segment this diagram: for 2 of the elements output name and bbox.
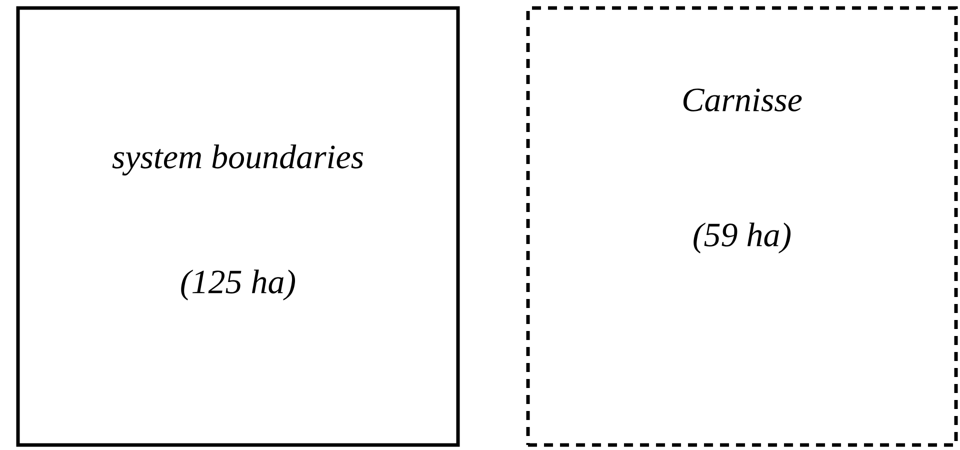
area-box: system boundaries (125 ha) bbox=[16, 6, 460, 447]
area-box: Carnisse (59 ha) bbox=[526, 6, 958, 447]
